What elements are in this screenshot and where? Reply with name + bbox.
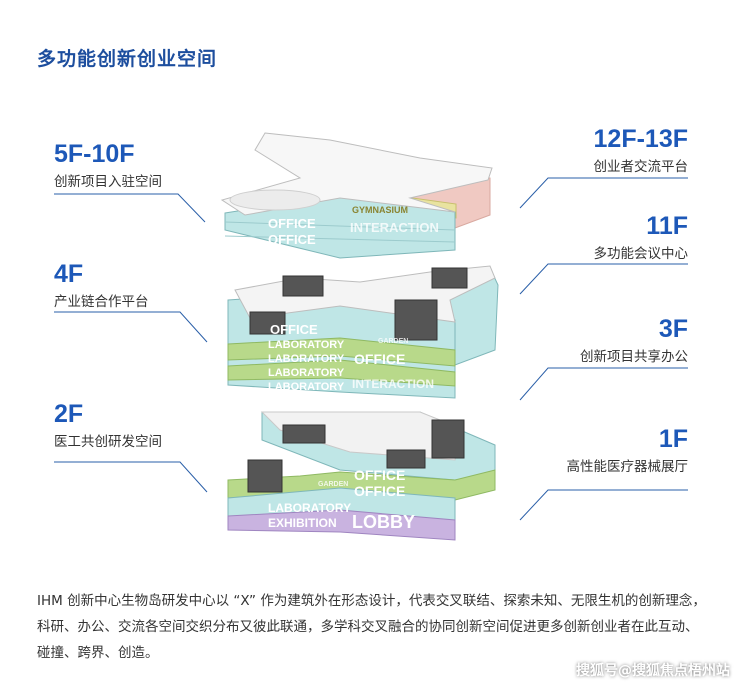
bottom-block-roof-deck	[260, 411, 461, 461]
mid-garden-text: GARDEN	[378, 338, 408, 345]
building-diagram: OFFICE OFFICE GYMNASIUM INTERACTION OFFI…	[54, 132, 688, 541]
leader-line-3f	[519, 367, 688, 401]
bot-garden-text: GARDEN	[318, 481, 348, 488]
top-block: OFFICE OFFICE GYMNASIUM INTERACTION	[220, 132, 493, 259]
roof-box	[282, 424, 326, 444]
leader-line-5f	[54, 193, 206, 223]
middle-block-green-band-1	[227, 337, 456, 367]
label-5f-10f: 5F-10F 创新项目入驻空间	[54, 140, 162, 191]
label-1f: 1F 高性能医疗器械展厅	[567, 425, 689, 476]
leader-line-4f	[54, 311, 208, 343]
floor-label: 1F	[658, 425, 688, 453]
floor-label: 5F-10F	[54, 140, 135, 168]
mid-office-text: OFFICE	[270, 322, 318, 337]
roof-box	[431, 267, 468, 289]
floor-desc: 创新项目共享办公	[580, 349, 688, 365]
leader-line-2f	[54, 461, 208, 493]
label-2f: 2F 医工共创研发空间	[54, 400, 162, 451]
label-4f: 4F 产业链合作平台	[54, 260, 149, 311]
floor-desc: 医工共创研发空间	[54, 434, 162, 450]
roof-box	[282, 275, 324, 297]
page-title: 多功能创新创业空间	[37, 48, 218, 70]
bot-exhibition-text: EXHIBITION	[268, 516, 337, 530]
bot-office-text-1: OFFICE	[354, 467, 405, 483]
top-office-text-1: OFFICE	[268, 216, 316, 231]
roof-box	[386, 449, 426, 469]
mid-office-side-text: OFFICE	[354, 351, 405, 367]
mid-lab-text-3: LABORATORY	[268, 367, 345, 379]
floor-label: 3F	[658, 315, 688, 343]
floor-label: 11F	[646, 212, 688, 240]
floor-label: 12F-13F	[593, 125, 688, 153]
floor-desc: 高性能医疗器械展厅	[566, 459, 689, 475]
roof-box	[394, 299, 438, 341]
roof-box	[431, 419, 465, 459]
top-gym-text: GYMNASIUM	[352, 205, 408, 215]
floor-line	[224, 221, 456, 231]
floor-desc: 多功能会议中心	[593, 246, 689, 262]
mid-lab-text-1: LABORATORY	[268, 339, 345, 351]
middle-block: OFFICE LABORATORY LABORATORY LABORATORY …	[227, 265, 499, 399]
leader-line-12f	[519, 177, 688, 209]
bot-lobby-text: LOBBY	[352, 512, 415, 532]
top-office-text-2: OFFICE	[268, 232, 316, 247]
mid-lab-text-2: LABORATORY	[268, 353, 345, 365]
mid-interaction-text: INTERACTION	[352, 377, 434, 391]
roof-box	[247, 459, 283, 493]
label-3f: 3F 创新项目共享办公	[580, 315, 688, 366]
label-12f-13f: 12F-13F 创业者交流平台	[594, 125, 689, 176]
bottom-block: OFFICE OFFICE LABORATORY EXHIBITION LOBB…	[227, 411, 496, 541]
floor-label: 2F	[54, 400, 84, 428]
floor-label: 4F	[54, 260, 84, 288]
floor-desc: 创业者交流平台	[593, 159, 689, 175]
leader-line-1f	[519, 489, 688, 521]
bottom-block-purple-base	[227, 509, 456, 541]
roof-box	[249, 311, 286, 335]
bot-lab-text: LABORATORY	[268, 501, 351, 515]
floor-desc: 创新项目入驻空间	[54, 174, 162, 190]
floor-line	[224, 235, 456, 243]
floor-desc: 产业链合作平台	[54, 294, 149, 310]
leader-line-11f	[519, 263, 688, 295]
label-11f: 11F 多功能会议中心	[594, 212, 689, 263]
description-caption: IHM 创新中心生物岛研发中心以 “X” 作为建筑外在形态设计，代表交叉联结、探…	[37, 593, 706, 661]
leader-lines	[54, 177, 688, 521]
mid-lab-text-4: LABORATORY	[268, 381, 345, 393]
middle-block-green-band-2	[227, 359, 456, 387]
bot-office-text-2: OFFICE	[354, 483, 405, 499]
top-interaction-text: INTERACTION	[350, 220, 439, 235]
watermark: 搜狐号@搜狐焦点梧州站	[576, 663, 730, 679]
top-block-roof-slab	[229, 189, 321, 211]
